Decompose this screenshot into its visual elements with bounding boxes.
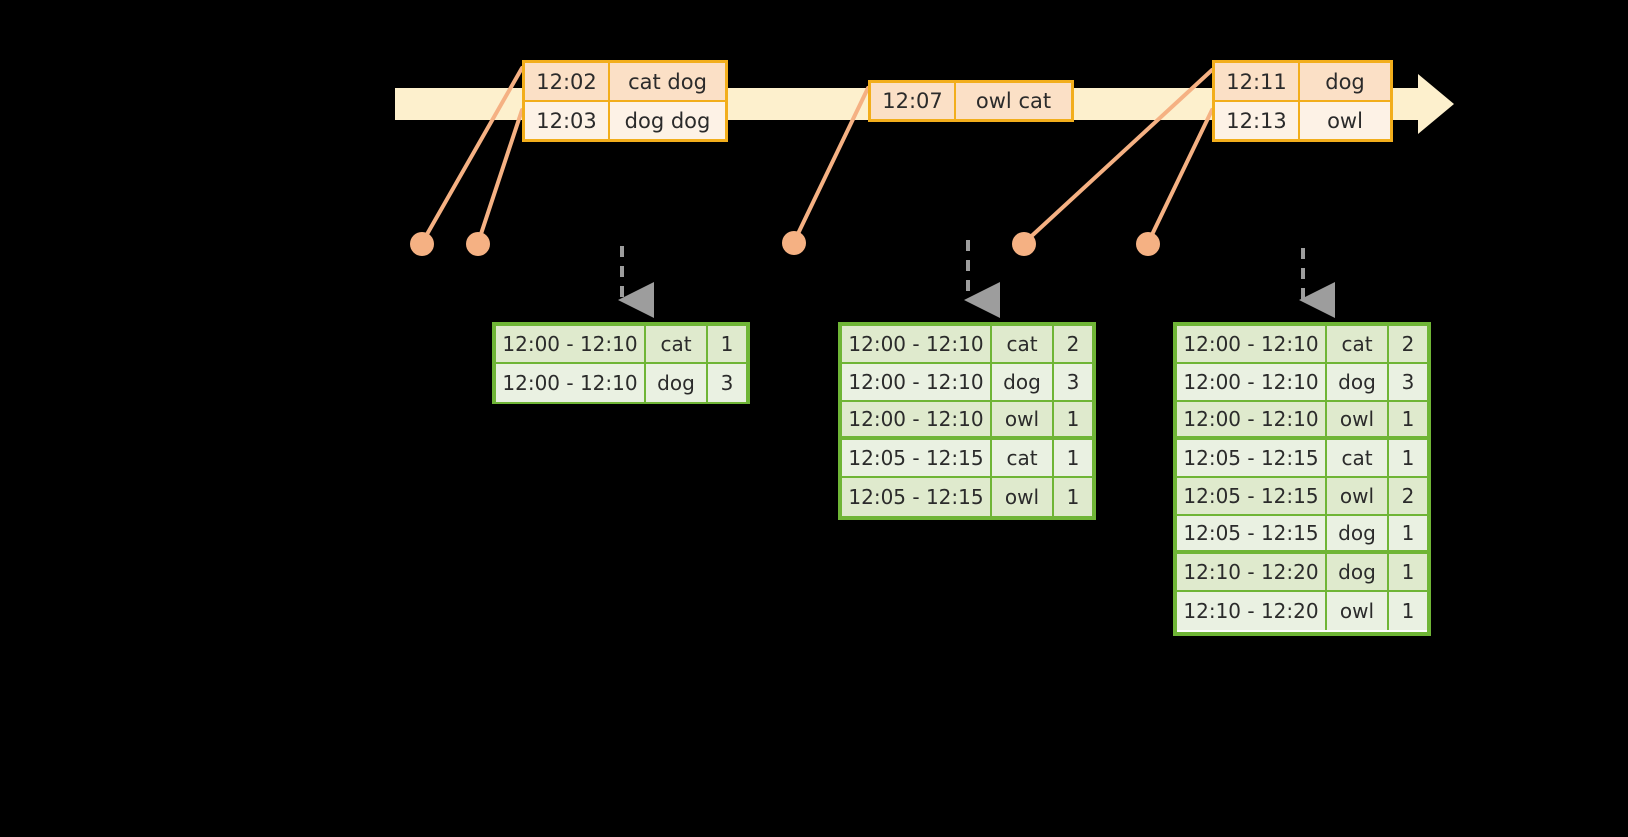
event-row: 12:07 owl cat [871, 83, 1071, 119]
event-time: 12:07 [871, 83, 956, 119]
cell-word: owl [992, 478, 1054, 516]
connector-dot-2 [466, 232, 490, 256]
cell-word: owl [1327, 592, 1389, 630]
event-time: 12:11 [1215, 63, 1300, 100]
timeline-arrowhead [1418, 74, 1454, 134]
event-group-3[interactable]: 12:11 dog 12:13 owl [1212, 60, 1393, 142]
cell-word: cat [646, 326, 708, 362]
cell-window: 12:00 - 12:10 [1177, 402, 1327, 436]
cell-window: 12:00 - 12:10 [1177, 364, 1327, 400]
event-time: 12:03 [525, 102, 610, 139]
cell-count: 1 [1066, 446, 1080, 470]
event-row: 12:11 dog [1215, 63, 1390, 102]
cell-window: 12:00 - 12:10 [842, 364, 992, 400]
event-time: 12:02 [525, 63, 610, 100]
cell-window: 12:05 - 12:15 [1177, 478, 1327, 514]
connector-dot-5 [1136, 232, 1160, 256]
connector-dot-1 [410, 232, 434, 256]
cell-word: dog [646, 364, 708, 402]
event-words: cat dog [628, 69, 707, 94]
event-group-2[interactable]: 12:07 owl cat [868, 80, 1074, 122]
connector-line-2 [476, 108, 524, 245]
cell-word: dog [1327, 516, 1389, 550]
cell-window: 12:00 - 12:10 [1177, 326, 1327, 362]
cell-word: dog [1327, 554, 1389, 590]
cell-window: 12:00 - 12:10 [496, 364, 646, 402]
cell-count: 1 [1401, 407, 1415, 431]
cell-word: cat [1327, 440, 1389, 476]
cell-count: 1 [1401, 560, 1415, 584]
event-row: 12:13 owl [1215, 102, 1390, 139]
event-group-1[interactable]: 12:02 cat dog 12:03 dog dog [522, 60, 728, 142]
cell-word: owl [1327, 478, 1389, 514]
cell-window: 12:05 - 12:15 [1177, 440, 1327, 476]
cell-window: 12:10 - 12:20 [1177, 592, 1327, 630]
event-row: 12:03 dog dog [525, 102, 725, 139]
cell-count: 1 [1066, 407, 1080, 431]
cell-window: 12:05 - 12:15 [842, 478, 992, 516]
connector-dot-3 [782, 231, 806, 255]
cell-count: 2 [1066, 332, 1080, 356]
cell-window: 12:10 - 12:20 [1177, 554, 1327, 590]
event-words: dog [1325, 69, 1365, 94]
cell-count: 1 [1401, 446, 1415, 470]
cell-count: 3 [1401, 370, 1415, 394]
event-words: owl [1327, 108, 1363, 133]
cell-count: 2 [1401, 332, 1415, 356]
cell-count: 1 [1401, 599, 1415, 623]
cell-window: 12:05 - 12:15 [1177, 516, 1327, 550]
cell-word: cat [992, 440, 1054, 476]
cell-word: dog [992, 364, 1054, 400]
cell-count: 1 [720, 332, 734, 356]
cell-count: 3 [1066, 370, 1080, 394]
cell-count: 1 [1066, 485, 1080, 509]
cell-count: 2 [1401, 484, 1415, 508]
connector-line-5 [1146, 108, 1214, 245]
connector-dot-4 [1012, 232, 1036, 256]
cell-count: 3 [720, 371, 734, 395]
cell-window: 12:00 - 12:10 [842, 326, 992, 362]
cell-window: 12:00 - 12:10 [496, 326, 646, 362]
cell-window: 12:05 - 12:15 [842, 440, 992, 476]
cell-word: owl [992, 402, 1054, 436]
cell-window: 12:00 - 12:10 [842, 402, 992, 436]
cell-word: cat [992, 326, 1054, 362]
cell-word: dog [1327, 364, 1389, 400]
cell-word: cat [1327, 326, 1389, 362]
event-words: dog dog [624, 108, 711, 133]
event-time: 12:13 [1215, 102, 1300, 139]
cell-word: owl [1327, 402, 1389, 436]
event-words: owl cat [975, 89, 1052, 113]
event-row: 12:02 cat dog [525, 63, 725, 102]
cell-count: 1 [1401, 521, 1415, 545]
